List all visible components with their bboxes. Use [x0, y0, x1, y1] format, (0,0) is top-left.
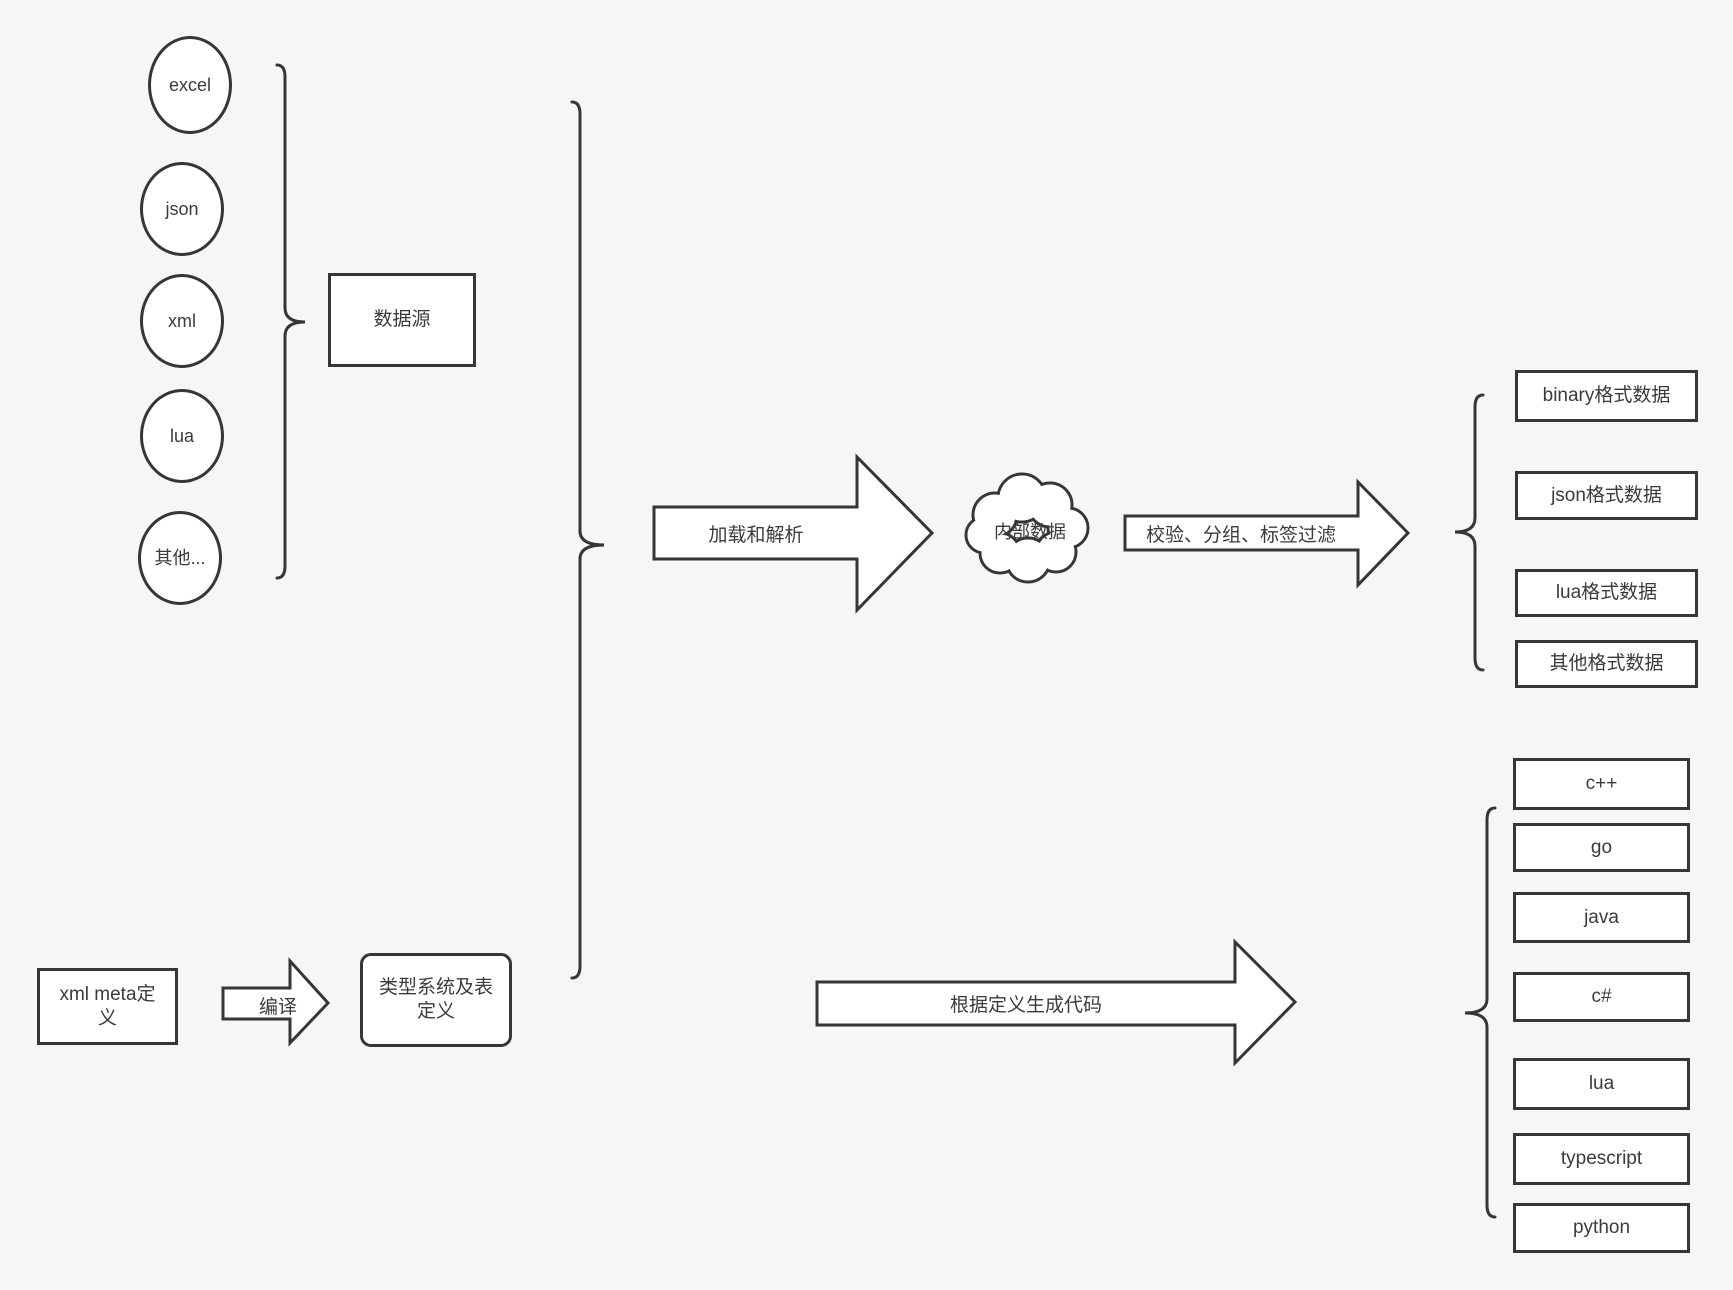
output-box-label: json格式数据: [1551, 484, 1662, 506]
source-node-other: 其他...: [138, 511, 222, 605]
language-box-label: go: [1590, 836, 1613, 858]
cloud-shape: [964, 472, 1090, 584]
source-node-lua: lua: [140, 389, 224, 483]
language-box-lua: lua: [1513, 1058, 1690, 1110]
language-box-label: c#: [1591, 986, 1612, 1008]
output-box-other: 其他格式数据: [1515, 640, 1698, 688]
compile-arrow: [221, 957, 331, 1047]
filter-arrow-label: 校验、分组、标签过滤: [1145, 524, 1336, 546]
language-box-go: go: [1513, 823, 1690, 872]
output-box-json: json格式数据: [1515, 471, 1698, 520]
source-node-json: json: [140, 162, 224, 256]
language-box-cpp: c++: [1513, 758, 1690, 810]
data-source-box: 数据源: [328, 273, 476, 367]
xml-meta-box: xml meta定义: [37, 968, 178, 1045]
output-box-binary: binary格式数据: [1515, 370, 1698, 422]
type-system-box: 类型系统及表定义: [360, 953, 512, 1047]
language-box-label: python: [1572, 1217, 1631, 1239]
output-box-label: binary格式数据: [1542, 385, 1671, 407]
filter-arrow: [1123, 478, 1411, 589]
compile-arrow-label: 编译: [258, 996, 297, 1018]
language-box-label: c++: [1585, 773, 1618, 795]
source-node-label: 其他...: [154, 547, 206, 568]
language-box-label: typescript: [1560, 1148, 1643, 1170]
language-group-brace: [1464, 806, 1497, 1219]
source-node-label: xml: [168, 310, 196, 331]
language-box-label: lua: [1588, 1073, 1615, 1095]
output-box-label: 其他格式数据: [1549, 653, 1664, 675]
xml-meta-label: xml meta定义: [59, 983, 156, 1029]
language-box-label: java: [1584, 906, 1619, 928]
language-box-typescript: typescript: [1513, 1133, 1690, 1185]
language-box-csharp: c#: [1513, 972, 1690, 1022]
load-parse-arrow: [652, 453, 935, 614]
output-box-label: lua格式数据: [1555, 582, 1658, 604]
type-system-label: 类型系统及表定义: [378, 977, 493, 1022]
internal-data-cloud-label: 内部数据: [994, 522, 1066, 542]
input-group-brace: [570, 100, 605, 980]
source-node-excel: excel: [148, 36, 232, 134]
source-node-xml: xml: [140, 274, 224, 368]
source-node-label: lua: [169, 425, 195, 446]
output-box-lua: lua格式数据: [1515, 569, 1698, 617]
source-node-label: excel: [168, 74, 212, 95]
source-node-label: json: [165, 198, 199, 219]
data-source-label: 数据源: [373, 309, 431, 331]
codegen-arrow: [815, 938, 1298, 1067]
language-box-java: java: [1513, 892, 1690, 943]
sources-brace: [275, 63, 306, 580]
language-box-python: python: [1513, 1203, 1690, 1253]
format-group-brace: [1454, 393, 1485, 672]
load-parse-arrow-label: 加载和解析: [708, 524, 804, 546]
codegen-arrow-label: 根据定义生成代码: [949, 994, 1102, 1016]
